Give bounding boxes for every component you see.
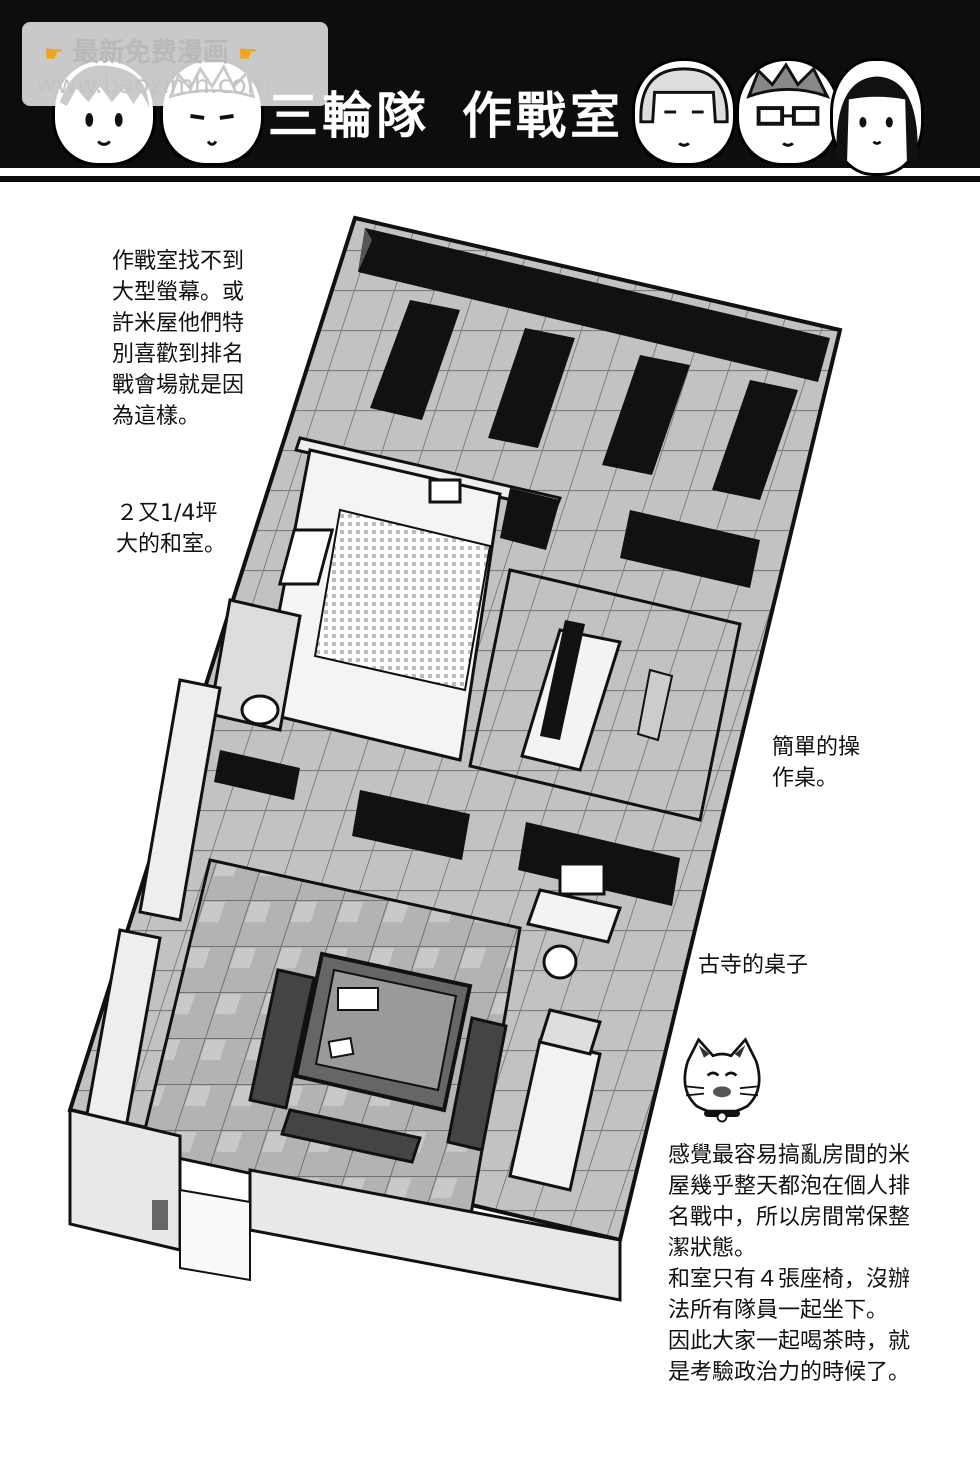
pointing-hand-icon: ☛	[237, 42, 258, 67]
character-face-icon-4	[736, 58, 840, 166]
cat-mascot-icon	[683, 1037, 761, 1123]
watermark-text: 最新免费漫画	[72, 38, 229, 68]
caption-washitsu-note: ２又1/4坪 大的和室。	[116, 501, 227, 557]
watermark-url: www.baozimh.com	[36, 70, 272, 99]
caption-desk-note: 簡單的操 作桌。	[772, 735, 861, 791]
caption-furudera-desk: 古寺的桌子	[698, 953, 809, 978]
pointing-hand-icon: ☛	[44, 42, 64, 67]
header-underline	[0, 176, 980, 182]
character-face-icon-3	[632, 58, 736, 166]
caption-main-note: 感覺最容易搞亂房間的米 屋幾乎整天都泡在個人排 名戰中，所以房間常保整 潔狀態。…	[668, 1143, 911, 1385]
caption-screen-note: 作戰室找不到 大型螢幕。或 許米屋他們特 別喜歡到排名 戰會場就是因 為這樣。	[112, 249, 245, 429]
floor-plan-illustration	[67, 215, 843, 1302]
title-room: 作戰室	[462, 86, 624, 145]
watermark-box: ☛ 最新免费漫画 ☛ www.baozimh.com	[22, 22, 328, 106]
character-face-icon-5	[830, 58, 924, 176]
